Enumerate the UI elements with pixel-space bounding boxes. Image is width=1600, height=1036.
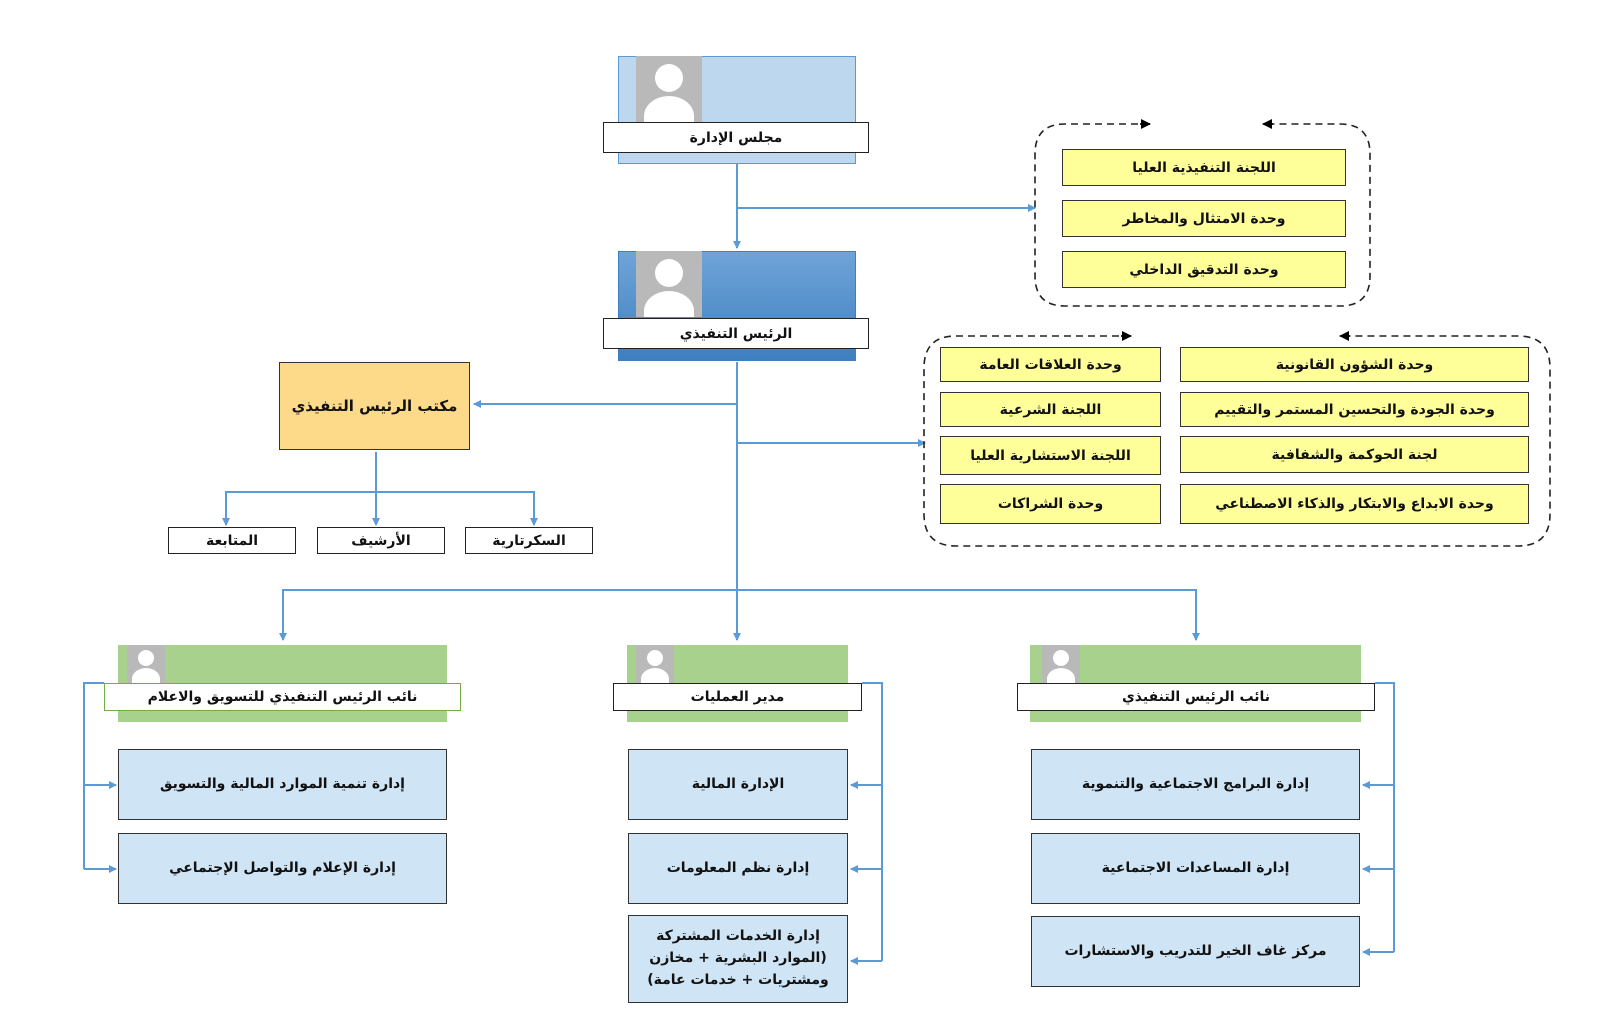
board-avatar-icon: [636, 56, 702, 122]
deputy-marketing-avatar-icon: [127, 645, 165, 683]
dept-finance: الإدارة المالية: [628, 749, 848, 820]
deputy-marketing-title: نائب الرئيس التنفيذي للتسويق والاعلام: [104, 683, 461, 711]
unit-innovation-ai: وحدة الابداع والابتكار والذكاء الاصطناعي: [1180, 484, 1529, 524]
unit-partnerships: وحدة الشراكات: [940, 484, 1161, 524]
shared-services-line-2: (الموارد البشرية + مخازن: [649, 950, 827, 967]
ceo-title: الرئيس التنفيذي: [603, 318, 869, 349]
office-child-secretariat: السكرتارية: [465, 527, 593, 554]
deputy-ceo-avatar-icon: [1042, 645, 1080, 683]
operations-avatar-icon: [636, 645, 674, 683]
office-child-followup: المتابعة: [168, 527, 296, 554]
dept-media-social: إدارة الإعلام والتواصل الإجتماعي: [118, 833, 447, 904]
ceo-office-box: مكتب الرئيس التنفيذي: [279, 362, 470, 450]
committee-advisory: اللجنة الاستشارية العليا: [940, 436, 1161, 475]
dept-training-center: مركز غاف الخير للتدريب والاستشارات: [1031, 916, 1360, 987]
committee-executive: اللجنة التنفيذية العليا: [1062, 149, 1346, 186]
unit-quality: وحدة الجودة والتحسين المستمر والتقييم: [1180, 392, 1529, 427]
board-title: مجلس الإدارة: [603, 122, 869, 153]
unit-public-relations: وحدة العلاقات العامة: [940, 347, 1161, 382]
unit-internal-audit: وحدة التدقيق الداخلي: [1062, 251, 1346, 288]
dept-fundraising-marketing: إدارة تنمية الموارد المالية والتسويق: [118, 749, 447, 820]
ceo-avatar-icon: [636, 251, 702, 317]
dept-social-programs: إدارة البرامج الاجتماعية والتنموية: [1031, 749, 1360, 820]
committee-sharia: اللجنة الشرعية: [940, 392, 1161, 427]
dept-shared-services: إدارة الخدمات المشتركة (الموارد البشرية …: [628, 915, 848, 1003]
dept-information-systems: إدارة نظم المعلومات: [628, 833, 848, 904]
dept-social-aid: إدارة المساعدات الاجتماعية: [1031, 833, 1360, 904]
shared-services-line-3: ومشتريات + خدمات عامة): [647, 971, 829, 988]
operations-title: مدير العمليات: [613, 683, 862, 711]
shared-services-line-1: إدارة الخدمات المشتركة: [656, 928, 820, 945]
deputy-ceo-title: نائب الرئيس التنفيذي: [1017, 683, 1375, 711]
office-child-archive: الأرشيف: [317, 527, 445, 554]
unit-compliance-risk: وحدة الامتثال والمخاطر: [1062, 200, 1346, 237]
unit-legal: وحدة الشؤون القانونية: [1180, 347, 1529, 382]
committee-governance: لجنة الحوكمة والشفافية: [1180, 436, 1529, 473]
